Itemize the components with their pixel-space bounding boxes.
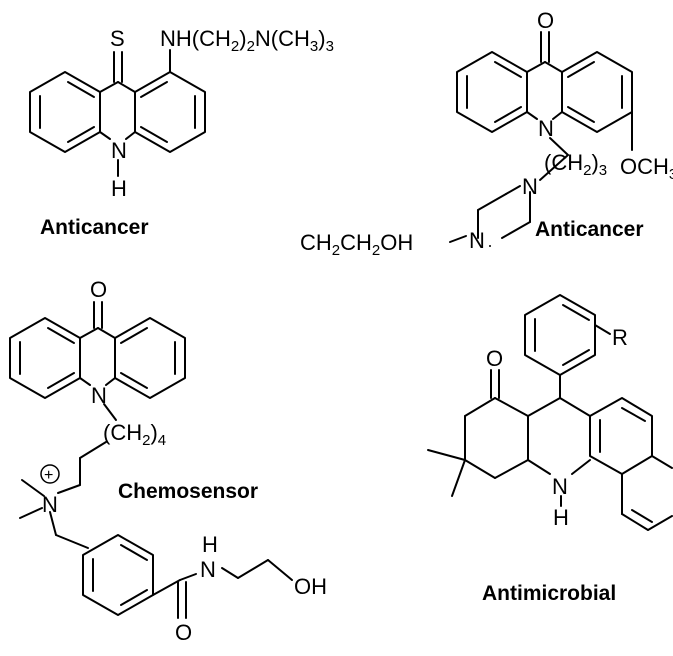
ring-nitrogen-label: N (552, 474, 568, 499)
ring-nitrogen-label: N (111, 138, 127, 163)
aryl-substituent-label: R (612, 325, 628, 350)
hydroxyethyl-label: CH2CH2OH (300, 230, 413, 259)
ring-hydrogen-label: H (553, 505, 569, 530)
structure-caption: Chemosensor (118, 480, 258, 503)
methoxy-label: OCH3 (620, 154, 673, 183)
propyl-chain-label: (CH2)3 (544, 150, 607, 179)
amide-hydrogen-label: H (202, 532, 218, 557)
structure-caption: Antimicrobial (482, 582, 616, 605)
ring-nitrogen-label: N (538, 116, 554, 141)
positive-charge-symbol: + (40, 464, 60, 484)
structure-chemosensor: O N (CH2)4 + N H N O OH Chemosensor (9, 277, 327, 645)
amide-nitrogen-label: N (200, 557, 216, 582)
piperazine-nitrogen-label: N (469, 228, 485, 253)
thione-sulfur-label: S (110, 26, 125, 51)
amide-oxygen-label: O (175, 620, 192, 645)
structure-anticancer-acridone-piperazine: O N (CH2)3 OCH3 N N CH2CH2OH Anticancer (300, 8, 673, 259)
carbonyl-oxygen-label: O (537, 8, 554, 33)
svg-text:+: + (44, 467, 53, 484)
hydroxyl-label: OH (294, 574, 327, 599)
structure-antimicrobial: O R N H Antimicrobial (427, 294, 673, 605)
piperazine-nitrogen-label: N (522, 174, 538, 199)
structure-caption: Anticancer (535, 218, 644, 241)
butyl-chain-label: (CH2)4 (103, 420, 166, 449)
structure-caption: Anticancer (40, 216, 149, 239)
ring-nitrogen-label: N (91, 383, 107, 408)
ammonium-nitrogen-label: N (42, 492, 58, 517)
aminoalkyl-substituent-label: NH(CH2)2N(CH3)3 (160, 26, 334, 55)
ring-hydrogen-label: H (111, 176, 127, 201)
structure-anticancer-thioacridone: S N H NH(CH2)2N(CH3)3 Anticancer (29, 26, 334, 239)
carbonyl-oxygen-label: O (90, 277, 107, 302)
carbonyl-oxygen-label: O (486, 346, 503, 371)
